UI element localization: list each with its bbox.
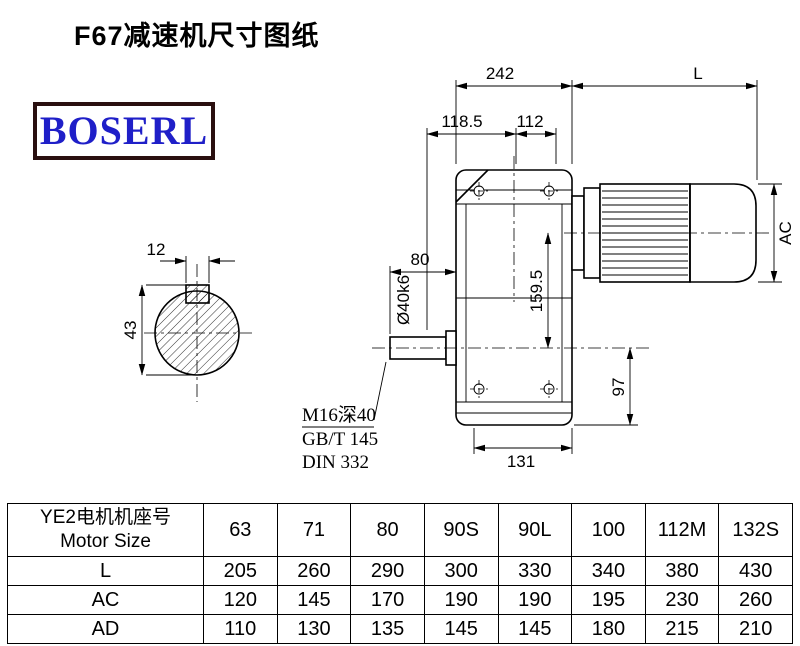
shaft-diameter-label: Ø40k6 <box>394 275 413 325</box>
table-cell: 63 <box>203 503 278 557</box>
table-cell: 135 <box>350 614 425 644</box>
bolt-hole-centermarks <box>470 182 558 398</box>
dim-AC: AC <box>776 221 795 245</box>
table-cell: 290 <box>350 556 425 586</box>
table-cell: 260 <box>718 585 793 615</box>
motor-fan-cover <box>689 183 757 283</box>
table-cell: 215 <box>644 614 720 644</box>
brand-logo: BOSERL <box>33 102 215 160</box>
dim-80: 80 <box>411 250 430 269</box>
table-cell: 110 <box>203 614 278 644</box>
table-cell: 380 <box>644 556 720 586</box>
table-cell: 210 <box>718 614 793 644</box>
motor-size-table: YE2电机机座号 Motor Size 63 71 80 90S 90L 100… <box>7 503 793 644</box>
output-shaft <box>372 330 650 366</box>
gearbox-front-view <box>455 156 573 426</box>
table-cell: 300 <box>423 556 499 586</box>
row-label: AD <box>7 614 204 644</box>
table-row: AD 110 130 135 145 145 180 215 210 <box>7 614 793 644</box>
table-cell: 90S <box>423 503 499 557</box>
table-cell: 130 <box>276 614 352 644</box>
thread-note: M16深40 <box>302 404 376 426</box>
motor-cooling-fins <box>602 190 688 276</box>
technical-drawing: 242 L 118.5 112 AC 12 43 80 Ø40k6 159.5 … <box>121 64 795 473</box>
table-header-row: YE2电机机座号 Motor Size 63 71 80 90S 90L 100… <box>7 503 793 557</box>
dim-242: 242 <box>486 64 514 83</box>
motor-size-label-cn: YE2电机机座号 <box>40 507 171 529</box>
table-cell: 120 <box>203 585 278 615</box>
table-cell: 145 <box>276 585 352 615</box>
table-cell: 112M <box>644 503 720 557</box>
thread-note-leader <box>302 361 387 428</box>
dim-112: 112 <box>516 112 543 131</box>
brand-logo-text: BOSERL <box>39 108 209 153</box>
table-cell: 260 <box>276 556 352 586</box>
dim-159-5: 159.5 <box>527 270 546 313</box>
table-row: L 205 260 290 300 330 340 380 430 <box>7 556 793 586</box>
standard-note-gbt: GB/T 145 <box>302 429 378 450</box>
table-cell: 230 <box>644 585 720 615</box>
motor-size-label-en: Motor Size <box>60 531 151 552</box>
dim-43: 43 <box>121 321 140 340</box>
motor-side-view <box>564 183 772 283</box>
table-cell: 90L <box>497 503 573 557</box>
table-cell: 430 <box>718 556 793 586</box>
table-cell: 170 <box>350 585 425 615</box>
table-cell: 180 <box>571 614 646 644</box>
table-cell: 190 <box>423 585 499 615</box>
page-title: F67减速机尺寸图纸 <box>74 21 320 51</box>
table-cell: 340 <box>571 556 646 586</box>
dimension-lines <box>138 82 778 452</box>
table-cell: 80 <box>350 503 425 557</box>
table-cell: 205 <box>203 556 278 586</box>
shaft-circle <box>154 290 240 376</box>
shaft-section-view <box>144 264 252 402</box>
table-cell: 145 <box>497 614 573 644</box>
table-cell: 71 <box>276 503 352 557</box>
standard-note-din: DIN 332 <box>302 452 369 473</box>
row-label: L <box>7 556 204 586</box>
dim-12: 12 <box>147 240 166 259</box>
table-cell: 100 <box>571 503 646 557</box>
table-cell: 330 <box>497 556 573 586</box>
table-cell: 132S <box>718 503 793 557</box>
table-cell: 195 <box>571 585 646 615</box>
table-cell: 145 <box>423 614 499 644</box>
dim-131: 131 <box>507 452 535 471</box>
dim-L: L <box>693 64 702 83</box>
row-label: AC <box>7 585 204 615</box>
dim-118-5: 118.5 <box>441 112 482 131</box>
motor-size-header-cell: YE2电机机座号 Motor Size <box>7 503 204 557</box>
table-cell: 190 <box>497 585 573 615</box>
dim-97: 97 <box>609 378 628 397</box>
extension-lines <box>146 80 782 454</box>
table-row: AC 120 145 170 190 190 195 230 260 <box>7 585 793 615</box>
